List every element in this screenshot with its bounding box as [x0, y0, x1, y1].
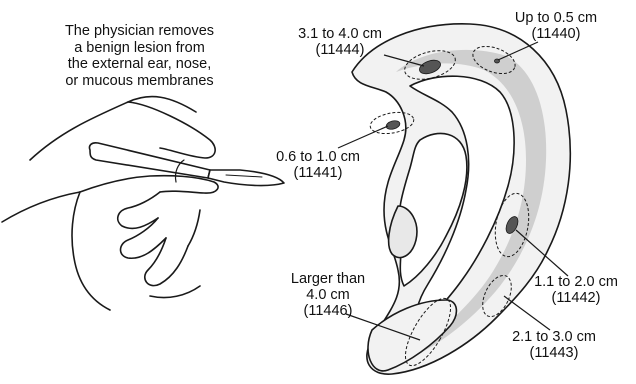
cpt-code: (11442)	[520, 290, 632, 306]
procedure-caption: The physician removes a benign lesion fr…	[22, 23, 257, 89]
caption-line: the external ear, nose,	[22, 56, 257, 73]
palm	[72, 192, 200, 310]
scalpel-handle	[89, 143, 210, 178]
ear	[352, 24, 570, 374]
caption-line: a benign lesion from	[22, 40, 257, 57]
label-11446: Larger than 4.0 cm (11446)	[272, 271, 384, 319]
label-11442: 1.1 to 2.0 cm (11442)	[520, 274, 632, 306]
label-11440: Up to 0.5 cm (11440)	[500, 10, 612, 42]
forearm-line	[2, 192, 80, 222]
index-finger	[128, 102, 215, 158]
cpt-code: (11446)	[272, 303, 384, 319]
cpt-code: (11443)	[498, 345, 610, 361]
lesion-size: 3.1 to 4.0 cm	[280, 26, 400, 42]
lesion-size: 0.6 to 1.0 cm	[262, 149, 374, 165]
finger-2	[121, 218, 167, 258]
hand-with-scalpel	[2, 97, 284, 310]
lesion-size: 1.1 to 2.0 cm	[520, 274, 632, 290]
lesion-size: 2.1 to 3.0 cm	[498, 329, 610, 345]
caption-line: The physician removes	[22, 23, 257, 40]
label-11441: 0.6 to 1.0 cm (11441)	[262, 149, 374, 181]
cpt-code: (11441)	[262, 165, 374, 181]
label-11444: 3.1 to 4.0 cm (11444)	[280, 26, 400, 58]
finger-3	[145, 238, 188, 286]
caption-line: or mucous membranes	[22, 73, 257, 90]
lesion-size-line2: 4.0 cm	[272, 287, 384, 303]
cpt-code: (11440)	[500, 26, 612, 42]
lesion-size: Larger than	[272, 271, 384, 287]
cpt-code: (11444)	[280, 42, 400, 58]
thumb	[80, 176, 218, 193]
leader-11441	[338, 126, 388, 148]
label-11443: 2.1 to 3.0 cm (11443)	[498, 329, 610, 361]
lesion-size: Up to 0.5 cm	[500, 10, 612, 26]
lesion-11441	[385, 119, 401, 130]
